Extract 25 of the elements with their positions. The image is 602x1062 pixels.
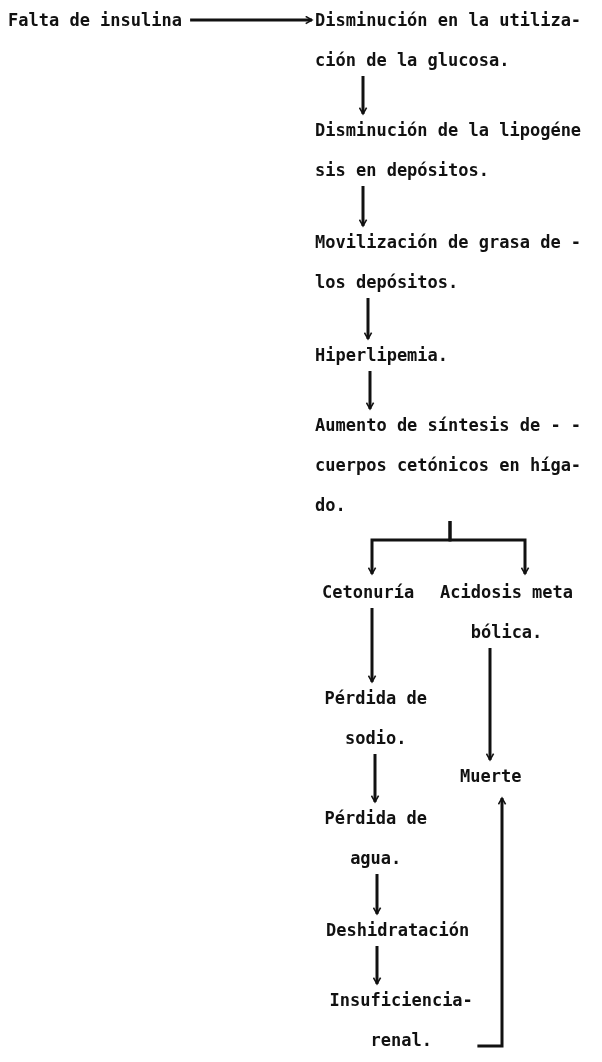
flow-step-text: Disminución en la utiliza- ción de la glucosa. [315,0,592,80]
flow-step-text: Cetonuría [322,572,425,612]
arrow [370,754,380,803]
flow-step-text: Aumento de síntesis de - - cuerpos cetónicos en híga- do. [315,405,592,525]
arrow [190,15,313,25]
flow-step-text: Deshidratación [326,910,480,950]
flow-step-text: Falta de insulina [8,0,188,40]
flow-step-text: Muerte [460,756,527,796]
arrow [477,797,507,1048]
arrow [358,76,368,115]
flow-step-text: Insuficiencia- renal. [327,980,476,1060]
arrow [358,186,368,227]
flow-step-text: Acidosis meta bólica. [440,572,574,652]
arrow [372,946,382,985]
arrow [367,608,377,683]
arrow [365,371,375,410]
arrow [485,648,495,761]
arrow [372,874,382,915]
arrow [448,521,530,575]
flow-step-text: Pérdida de sodio. [322,678,430,758]
flow-step-text: Movilización de grasa de - los depósitos. [315,222,592,302]
flow-step-text: Disminución de la lipogéne sis en depósitos. [315,110,592,190]
flow-step-text: Hiperlipemia. [315,335,592,375]
flow-step-text: Pérdida de agua. [322,798,430,878]
arrow [363,298,373,340]
